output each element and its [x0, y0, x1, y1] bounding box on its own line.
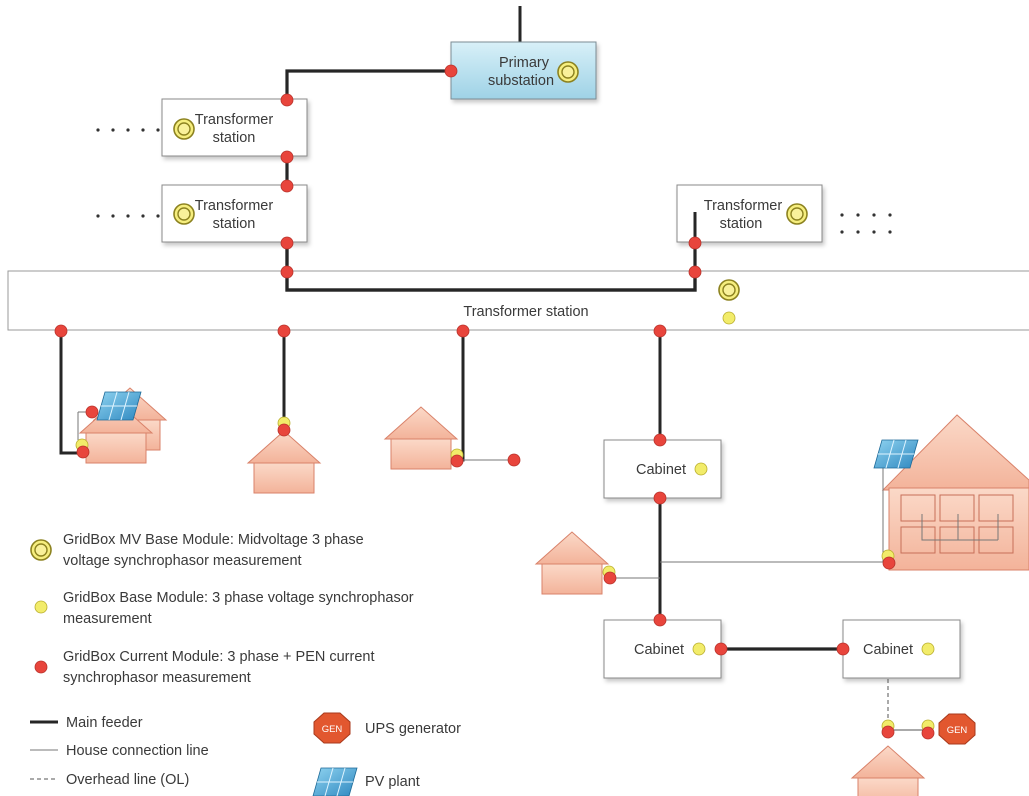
mv-module-icon: [173, 203, 195, 225]
red-dot-icon: [882, 556, 896, 570]
solar-panel-icon: [96, 391, 142, 421]
solar-panel-icon: [312, 767, 358, 796]
transformer-bus-label: Transformer station: [463, 304, 588, 320]
cabinet-bottom-left-label: Cabinet: [634, 642, 684, 658]
red-dot-icon: [653, 613, 667, 627]
feeder-branch-3: [384, 324, 521, 470]
base-module-icon: [921, 642, 935, 656]
red-dot-icon: [76, 445, 90, 459]
red-dot-icon: [653, 433, 667, 447]
feeder-branch-2: [247, 324, 321, 494]
red-dot-icon: [653, 491, 667, 505]
red-dot-icon: [507, 453, 521, 467]
cabinet-top: Cabinet: [603, 439, 722, 499]
red-dot-icon: [714, 642, 728, 656]
legend: GridBox MV Base Module: Midvoltage 3 pha…: [30, 532, 461, 796]
transformer-right-label-2: station: [720, 216, 763, 232]
transformer-left-2-label-1: Transformer: [195, 198, 274, 214]
transformer-station-left-2: Transformer station: [161, 184, 308, 243]
solar-panel-icon: [873, 439, 919, 469]
red-dot-icon: [277, 324, 291, 338]
legend-overhead-line: Overhead line (OL): [66, 772, 189, 788]
double-ring-yellow-icon: [30, 539, 52, 561]
base-module-icon: [692, 642, 706, 656]
red-dot-icon: [34, 660, 48, 674]
feeder-branch-1: [54, 324, 167, 464]
cabinet-bottom-left: Cabinet: [603, 619, 722, 679]
legend-mv-line2: voltage synchrophasor measurement: [63, 553, 302, 569]
dotted-continuation-left-1: [96, 128, 160, 132]
house-icon: [384, 406, 458, 470]
legend-base-line2: measurement: [63, 611, 152, 627]
legend-base-line1: GridBox Base Module: 3 phase voltage syn…: [63, 590, 414, 606]
red-dot-icon: [85, 405, 99, 419]
primary-substation-label-1: Primary: [499, 55, 550, 71]
red-dot-icon: [277, 423, 291, 437]
cabinet-bottom-right: Cabinet: [842, 619, 961, 679]
red-dot-icon: [450, 454, 464, 468]
yellow-dot-icon: [34, 600, 48, 614]
overhead-branch: GEN: [851, 679, 976, 796]
legend-ups-generator: UPS generator: [365, 721, 461, 737]
mv-module-icon: [557, 61, 579, 83]
red-dot-icon: [653, 324, 667, 338]
transformer-left-2-label-2: station: [213, 216, 256, 232]
primary-substation-box: Primary substation: [450, 41, 597, 100]
dotted-continuation-left-2: [96, 214, 160, 218]
transformer-station-right: Transformer station: [676, 184, 823, 243]
legend-house-connection: House connection line: [66, 743, 209, 759]
transformer-station-bus: Transformer station: [7, 270, 1029, 331]
transformer-left-1-label-1: Transformer: [195, 112, 274, 128]
transformer-station-left-1: Transformer station: [161, 98, 308, 157]
mv-module-icon: [173, 118, 195, 140]
house-icon: [851, 745, 925, 796]
red-dot-icon: [836, 642, 850, 656]
legend-current-line2: synchrophasor measurement: [63, 670, 251, 686]
mv-module-icon: [718, 279, 740, 301]
red-dot-icon: [881, 725, 895, 739]
primary-substation-label-2: substation: [488, 73, 554, 89]
legend-gen-icon-label: GEN: [322, 724, 343, 735]
red-dot-icon: [456, 324, 470, 338]
legend-mv-line1: GridBox MV Base Module: Midvoltage 3 pha…: [63, 532, 364, 548]
base-module-icon: [694, 462, 708, 476]
house-icon: [535, 531, 609, 595]
base-module-icon: [722, 311, 736, 325]
large-building: [873, 414, 1029, 571]
dotted-continuation-right: [840, 213, 892, 234]
legend-main-feeder: Main feeder: [66, 715, 143, 731]
cabinet-bottom-right-label: Cabinet: [863, 642, 913, 658]
legend-pv-plant: PV plant: [365, 774, 420, 790]
generator-label: GEN: [947, 725, 968, 736]
red-dot-icon: [921, 726, 935, 740]
transformer-left-1-label-2: station: [213, 130, 256, 146]
transformer-right-label-1: Transformer: [704, 198, 783, 214]
red-dot-icon: [603, 571, 617, 585]
cabinet-top-label: Cabinet: [636, 462, 686, 478]
mv-module-icon: [786, 203, 808, 225]
house-icon: [247, 430, 321, 494]
legend-current-line1: GridBox Current Module: 3 phase + PEN cu…: [63, 649, 375, 665]
red-dot-icon: [54, 324, 68, 338]
